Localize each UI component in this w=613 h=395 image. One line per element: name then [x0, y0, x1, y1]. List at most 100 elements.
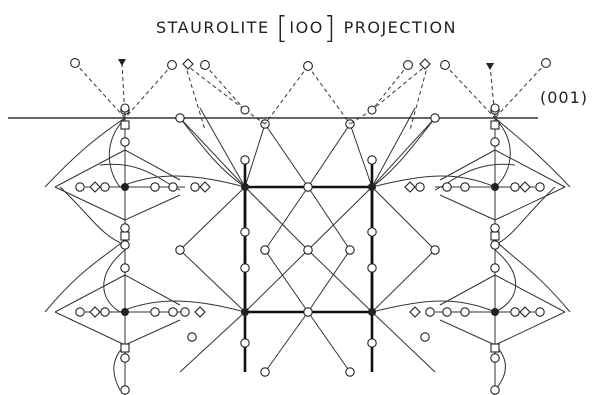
- lattice-edge: [179, 249, 246, 313]
- atom-circle: [425, 307, 435, 317]
- atom-circle: [120, 263, 130, 273]
- atom-circle: [303, 307, 313, 317]
- lattice-edge: [307, 186, 351, 251]
- lattice-edge: [371, 311, 436, 373]
- projected-atom: [541, 58, 551, 68]
- projection-dash: [184, 63, 206, 131]
- atom-circle: [345, 245, 355, 255]
- atom-circle: [168, 182, 178, 192]
- projection-dash: [204, 64, 246, 111]
- bond-line: [494, 311, 566, 346]
- lattice-edge: [244, 123, 266, 188]
- atom-circle: [175, 245, 185, 255]
- atom-circle: [490, 263, 500, 273]
- atom-square: [490, 120, 500, 130]
- bond-curve: [494, 239, 571, 313]
- atom-circle: [430, 245, 440, 255]
- atom-diamond: [194, 306, 206, 318]
- lattice-edge: [349, 123, 373, 188]
- atom-circle: [187, 332, 197, 342]
- atom-circle: [303, 245, 313, 255]
- bond-curve: [119, 175, 246, 188]
- bond-line: [54, 311, 126, 346]
- projected-atom: [70, 58, 80, 68]
- bond-curve: [494, 117, 571, 188]
- lattice-edge: [371, 249, 436, 313]
- atom-circle: [367, 227, 377, 237]
- cation-dot: [121, 183, 129, 191]
- projection-dash: [264, 65, 309, 125]
- cation-dot: [491, 308, 499, 316]
- atom-circle: [490, 353, 500, 363]
- bond-line: [494, 149, 566, 188]
- atom-circle: [510, 182, 520, 192]
- projection-dash: [184, 63, 246, 111]
- projected-cation: [486, 63, 494, 70]
- atom-diamond: [519, 181, 531, 193]
- bond-line: [124, 194, 181, 221]
- title-mineral: STAUROLITE: [155, 18, 270, 37]
- bond-line: [124, 274, 181, 306]
- atom-circle: [442, 182, 452, 192]
- atom-circle: [240, 155, 250, 165]
- lattice-edge: [371, 107, 416, 188]
- atom-circle: [150, 182, 160, 192]
- atom-circle: [175, 113, 185, 123]
- atom-circle: [100, 307, 110, 317]
- atom-circle: [120, 240, 130, 250]
- lattice-edge: [264, 249, 309, 313]
- atom-circle: [120, 353, 130, 363]
- cation-dot: [241, 183, 249, 191]
- projected-atom: [303, 61, 313, 71]
- plane-atom: [367, 105, 377, 115]
- atom-circle: [367, 263, 377, 273]
- plane-label: (001): [540, 88, 589, 107]
- atom-circle: [490, 223, 500, 233]
- bond-line: [54, 186, 126, 221]
- bond-curve: [59, 186, 126, 246]
- lattice-edge: [371, 117, 436, 188]
- atom-circle: [75, 182, 85, 192]
- lattice-edge: [307, 249, 351, 313]
- atom-square: [490, 231, 500, 241]
- bond-curve: [44, 239, 126, 313]
- atom-square: [120, 343, 130, 353]
- atom-circle: [180, 307, 190, 317]
- projected-diamond: [182, 58, 194, 70]
- lattice-edge: [179, 311, 246, 373]
- projection-dash: [444, 64, 496, 119]
- lattice-edge: [244, 249, 309, 313]
- bond-line: [54, 274, 126, 313]
- projection-dash: [409, 63, 429, 131]
- atom-circle: [260, 245, 270, 255]
- cation-dot: [491, 183, 499, 191]
- atom-circle: [240, 338, 250, 348]
- cation-dot: [368, 183, 376, 191]
- atom-circle: [345, 367, 355, 377]
- atom-circle: [150, 307, 160, 317]
- projected-atom: [200, 60, 210, 70]
- atom-diamond: [199, 181, 211, 193]
- title-bracket-open: [: [276, 11, 290, 46]
- bond-line: [494, 274, 566, 313]
- cation-dot: [368, 308, 376, 316]
- bond-curve: [371, 300, 496, 313]
- bond-line: [124, 319, 181, 346]
- projected-atom: [167, 60, 177, 70]
- bond-curve: [179, 117, 246, 188]
- atom-circle: [490, 137, 500, 147]
- atom-diamond: [89, 181, 101, 193]
- bond-line: [439, 194, 496, 221]
- atom-square: [120, 120, 130, 130]
- atom-circle: [490, 385, 500, 395]
- projection-dash: [371, 63, 429, 111]
- bond-line: [54, 149, 126, 188]
- lattice-edge: [371, 186, 436, 251]
- projection-dash: [371, 64, 409, 111]
- lattice-edge: [264, 186, 309, 251]
- atom-diamond: [409, 306, 421, 318]
- lattice-edge: [307, 249, 373, 313]
- atom-circle: [240, 263, 250, 273]
- lattice-edge: [244, 186, 309, 251]
